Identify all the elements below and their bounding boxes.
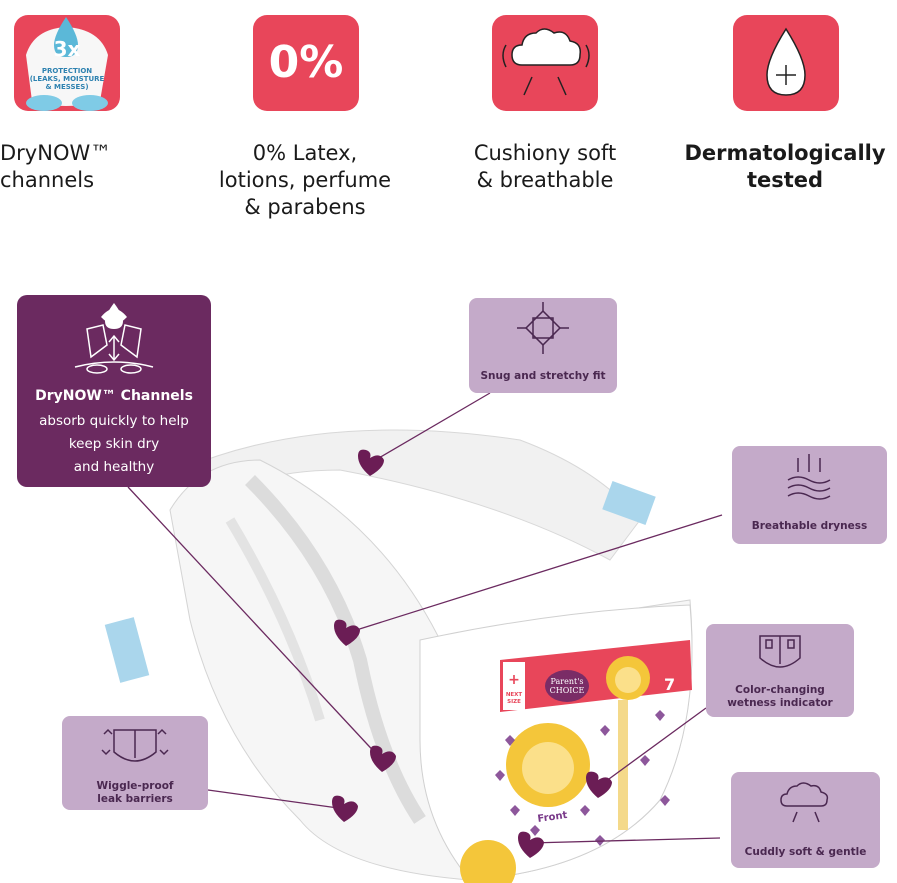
snug-fit-callout: Snug and stretchy fit [469, 298, 617, 393]
snug-fit-label: Snug and stretchy fit [480, 370, 606, 382]
drop-plus-icon [766, 27, 806, 96]
breathable-dryness-callout: Breathable dryness [732, 446, 887, 544]
wiggle-proof-label: Wiggle-proof leak barriers [96, 780, 174, 805]
feature-label-derm: Dermatologically tested [684, 141, 886, 192]
cuddly-soft-label: Cuddly soft & gentle [744, 846, 867, 858]
zero-percent-icon: 0% [268, 37, 344, 88]
side-tape [602, 481, 656, 525]
diaper-indicator-icon [759, 635, 801, 668]
feature-tile-zero: 0% [253, 15, 359, 111]
diaper-drop-icon [74, 303, 154, 374]
feature-tile-drynow: 3x PROTECTION (LEAKS, MOISTURE & MESSES) [14, 15, 120, 111]
wetness-indicator-label: Color-changing wetness indicator [727, 684, 833, 709]
side-tape [104, 617, 150, 683]
diaper-size-number: 7 [664, 675, 675, 694]
stretch-arrows-icon [517, 302, 569, 354]
feature-label-drynow: DryNOW™ channels [0, 141, 112, 192]
feature-tile-derm [733, 15, 839, 111]
drynow-channels-callout: DryNOW™ Channels absorb quickly to help … [17, 295, 211, 487]
cloud-icon [502, 28, 590, 96]
diaper-front-label: Front [537, 810, 568, 825]
wiggle-proof-callout: Wiggle-proof leak barriers [62, 716, 208, 810]
heart-markers [332, 449, 612, 858]
cloud-icon [780, 782, 829, 823]
feature-label-zero: 0% Latex, lotions, perfume & parabens [218, 141, 392, 219]
badge-small: PROTECTION (LEAKS, MOISTURE & MESSES) [29, 67, 105, 91]
drynow-callout-body: absorb quickly to help keep skin dry and… [39, 413, 189, 475]
svg-text:+: + [508, 672, 520, 688]
feature-tile-soft [492, 15, 598, 111]
wetness-indicator-callout: Color-changing wetness indicator [706, 624, 854, 717]
badge-big: 3x [53, 37, 81, 61]
breathable-dryness-label: Breathable dryness [751, 520, 868, 532]
feature-label-soft: Cushiony soft & breathable [473, 141, 617, 192]
diaper-wiggle-icon [101, 728, 169, 762]
drynow-callout-title: DryNOW™ Channels [35, 388, 193, 404]
airflow-icon [787, 454, 831, 500]
cuddly-soft-callout: Cuddly soft & gentle [731, 772, 880, 868]
diaper-protection-icon [26, 17, 108, 111]
